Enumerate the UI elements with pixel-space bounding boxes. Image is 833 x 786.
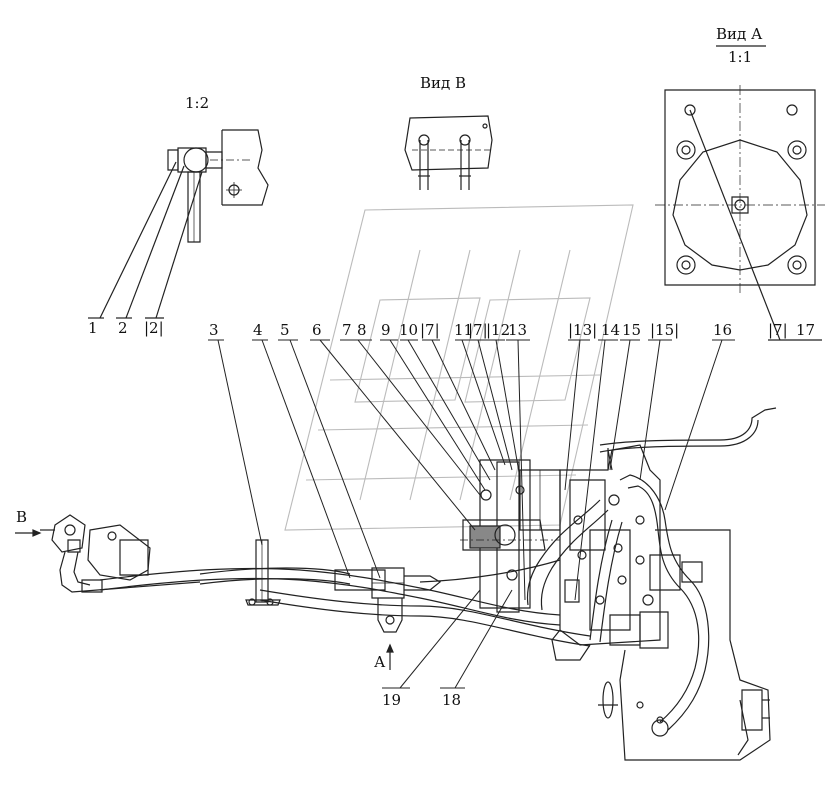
callout-label: 8 [357, 321, 367, 339]
callout-label: 11 [454, 321, 474, 339]
view-a-drawing [655, 46, 825, 340]
right-block [552, 445, 668, 660]
cable [600, 408, 776, 470]
callout-label: 17 [796, 321, 816, 339]
callout-label: |15| [650, 321, 680, 339]
curved-pipes [528, 475, 709, 736]
callout-label: |12 [486, 321, 511, 339]
callout-label: 14 [601, 321, 621, 339]
view-b-drawing [405, 116, 492, 190]
callout-label: 1 [88, 319, 98, 337]
main-assembly-left [40, 515, 200, 592]
callout-label: 16 [713, 321, 733, 339]
view-a-scale: 1:1 [728, 48, 753, 66]
callout-label: 13 [508, 321, 528, 339]
filter-assembly [335, 568, 440, 632]
arrow-b [15, 530, 40, 536]
callout-label: 10 [399, 321, 419, 339]
view-b-title: Вид В [420, 74, 467, 92]
callout-label: 6 [312, 321, 322, 339]
callout-label: 7 [342, 321, 352, 339]
watermark-logo [285, 205, 633, 530]
callout-label: 5 [280, 321, 290, 339]
bracket-3 [246, 540, 280, 605]
callout-label: |7| [768, 321, 788, 339]
callout-label: |2| [144, 319, 164, 337]
right-housing [598, 530, 770, 760]
callout-label: 15 [622, 321, 642, 339]
arrow-a [387, 645, 393, 670]
arrow-a-label: А [374, 653, 386, 671]
callout-label: 2 [118, 319, 128, 337]
callout-label: 18 [442, 691, 462, 709]
central-block [460, 460, 560, 612]
callout-label: 3 [209, 321, 219, 339]
callout-label: 9 [381, 321, 391, 339]
view-a-title: Вид А [716, 25, 763, 43]
callout-label: 4 [253, 321, 263, 339]
detail-scale-1-2 [88, 130, 268, 318]
callout-label: |7| [468, 321, 488, 339]
arrow-b-label: В [16, 508, 28, 526]
callout-label: 19 [382, 691, 402, 709]
detail-scale: 1:2 [185, 94, 210, 112]
callout-label: |7| [420, 321, 440, 339]
callout-label: |13| [568, 321, 598, 339]
leader-lines [208, 340, 735, 688]
